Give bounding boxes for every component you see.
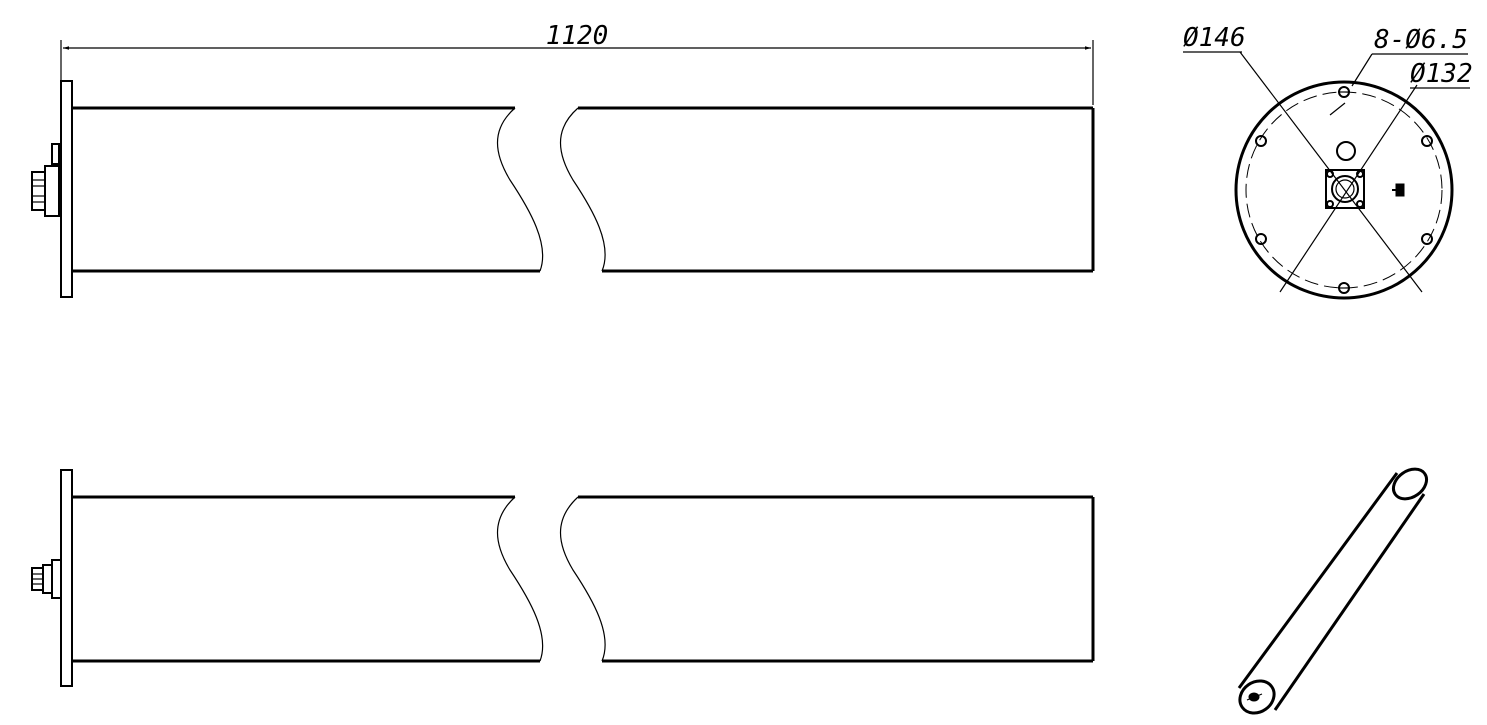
bolt-circle-label: Ø132	[1410, 59, 1473, 89]
drain-marker	[1392, 183, 1405, 197]
flange	[60, 80, 73, 298]
holes-dimension: 8-Ø6.5	[1372, 25, 1468, 55]
length-label: 1120	[546, 21, 609, 51]
tube-body-left	[72, 495, 544, 663]
holes-label: 8-Ø6.5	[1374, 25, 1468, 55]
outer-diameter-label: Ø146	[1183, 23, 1246, 53]
outer-circle	[1234, 80, 1454, 300]
tube-body-right	[559, 106, 1095, 273]
tube-body-left	[72, 106, 544, 273]
bolt-circle-dimension: Ø132	[1410, 59, 1473, 89]
connector	[31, 143, 60, 217]
flange	[60, 469, 73, 687]
connector	[31, 559, 62, 599]
side-view-top: 1120	[31, 21, 1095, 298]
length-dimension: 1120	[60, 21, 1094, 105]
tube-body-right	[559, 495, 1095, 663]
isometric-view	[1237, 467, 1429, 715]
vent-hole	[1336, 141, 1356, 161]
end-view: Ø146 8-Ø6.5 Ø132	[1183, 23, 1473, 300]
connector-face	[1325, 169, 1365, 209]
side-view-bottom	[31, 469, 1095, 687]
outer-diameter-dimension: Ø146	[1183, 23, 1246, 53]
mounting-holes	[1255, 86, 1433, 294]
